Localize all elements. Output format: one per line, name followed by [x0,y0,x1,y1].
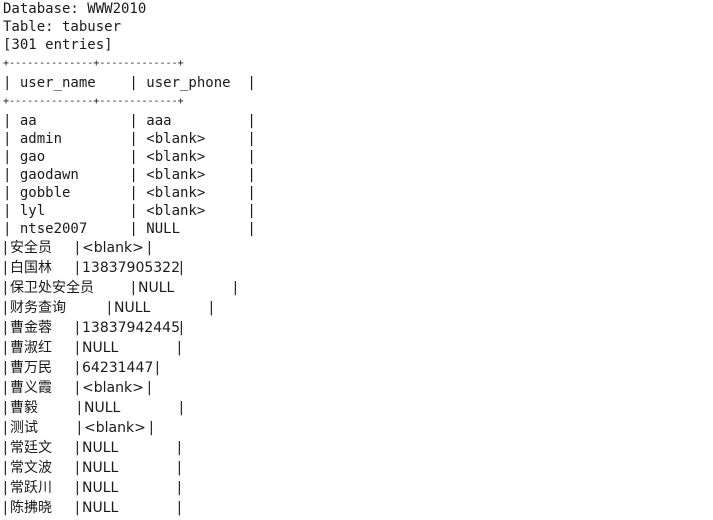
user-name-cell: 财务查询 [10,300,66,316]
table-row: | gao | <blank> | [3,149,256,165]
table-row: |安全员|<blank>| [3,238,709,258]
user-phone-cell: <blank> [84,420,146,436]
table-row: |常文波|NULL| [3,458,709,478]
terminal-output: Database: WWW2010 Table: tabuser [301 en… [3,0,709,518]
column-separator: | [177,480,182,496]
table-header-row: | user_name | user_phone | [3,75,256,91]
column-separator: | [3,340,8,356]
table-row: |曹淑红|NULL| [3,338,709,358]
table-separator-top: +--------------+-------------+ [3,58,184,69]
column-separator: | [3,420,8,436]
column-separator: | [3,460,8,476]
user-name-cell: 安全员 [10,240,52,256]
column-separator: | [75,360,80,376]
table-row: |保卫处安全员|NULL| [3,278,709,298]
column-separator: | [177,440,182,456]
column-separator: | [3,360,8,376]
column-separator: | [147,240,152,256]
user-name-cell: 保卫处安全员 [10,280,94,296]
table-row: |曹万民|64231447| [3,358,709,378]
user-name-cell: 曹义霞 [10,380,52,396]
column-separator: | [75,380,80,396]
column-separator: | [177,340,182,356]
table-row: |白国林|13837905322| [3,258,709,278]
column-separator: | [3,280,8,296]
column-separator: | [179,320,184,336]
column-separator: | [3,400,8,416]
user-phone-cell: NULL [82,440,119,456]
user-phone-cell: <blank> [82,380,144,396]
user-name-cell: 曹淑红 [10,340,52,356]
table-row: |常跃川|NULL| [3,478,709,498]
user-phone-cell: NULL [82,500,119,516]
column-separator: | [3,380,8,396]
user-phone-cell: NULL [114,300,151,316]
column-separator: | [209,300,214,316]
user-name-cell: 测试 [10,420,38,436]
column-separator: | [77,420,82,436]
entries-count: [301 entries] [3,37,113,53]
column-separator: | [75,440,80,456]
column-separator: | [75,260,80,276]
column-separator: | [179,400,184,416]
user-name-cell: 常跃川 [10,480,52,496]
table-row: | aa | aaa | [3,113,256,129]
user-name-cell: 曹万民 [10,360,52,376]
table-row: |测试|<blank>| [3,418,709,438]
table-row: | ntse2007 | NULL | [3,221,256,237]
table-row: |常廷文|NULL| [3,438,709,458]
table-row: | admin | <blank> | [3,131,256,147]
column-separator: | [233,280,238,296]
column-separator: | [75,340,80,356]
column-separator: | [3,440,8,456]
column-separator: | [75,460,80,476]
user-phone-cell: NULL [138,280,175,296]
table-row: |曹义霞|<blank>| [3,378,709,398]
table-row: | gaodawn | <blank> | [3,167,256,183]
user-phone-cell: 13837942445 [82,320,180,336]
user-name-cell: 白国林 [10,260,52,276]
user-name-cell: 陈拂晓 [10,500,52,516]
user-phone-cell: NULL [84,400,121,416]
column-separator: | [3,480,8,496]
column-separator: | [77,400,82,416]
column-separator: | [3,260,8,276]
column-separator: | [131,280,136,296]
table-separator-header: +--------------+-------------+ [3,96,184,107]
column-separator: | [177,460,182,476]
column-separator: | [149,420,154,436]
column-separator: | [75,500,80,516]
table-row: |曹毅|NULL| [3,398,709,418]
column-separator: | [107,300,112,316]
user-phone-cell: <blank> [82,240,144,256]
database-line: Database: WWW2010 [3,1,147,17]
table-row: | gobble | <blank> | [3,185,256,201]
user-phone-cell: 64231447 [82,360,154,376]
column-separator: | [75,240,80,256]
user-phone-cell: NULL [82,480,119,496]
column-separator: | [155,360,160,376]
user-name-cell: 曹金蓉 [10,320,52,336]
cjk-rows: |安全员|<blank>||白国林|13837905322||保卫处安全员|NU… [3,238,709,518]
table-row: |陈拂晓|NULL| [3,498,709,518]
table-line: Table: tabuser [3,19,122,35]
user-name-cell: 常文波 [10,460,52,476]
user-name-cell: 常廷文 [10,440,52,456]
column-separator: | [177,500,182,516]
column-separator: | [3,320,8,336]
user-phone-cell: NULL [82,340,119,356]
column-separator: | [179,260,184,276]
column-separator: | [3,240,8,256]
column-separator: | [75,320,80,336]
column-separator: | [3,500,8,516]
column-separator: | [147,380,152,396]
column-separator: | [3,300,8,316]
user-name-cell: 曹毅 [10,400,38,416]
table-row: | lyl | <blank> | [3,203,256,219]
column-separator: | [75,480,80,496]
user-phone-cell: NULL [82,460,119,476]
table-row: |曹金蓉|13837942445| [3,318,709,338]
user-phone-cell: 13837905322 [82,260,180,276]
table-row: |财务查询|NULL| [3,298,709,318]
